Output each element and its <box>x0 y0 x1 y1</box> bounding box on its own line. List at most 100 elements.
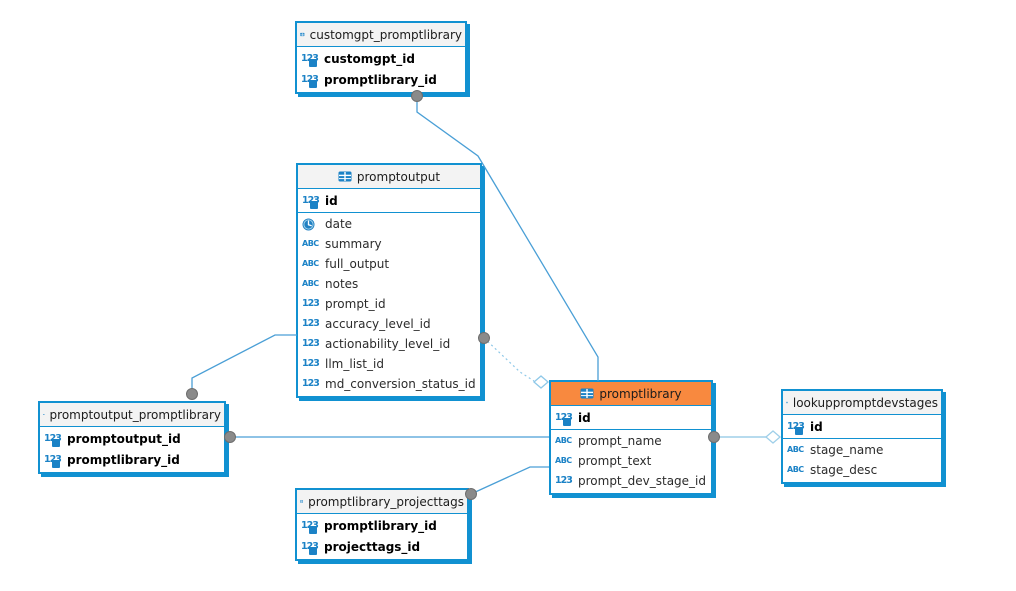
table-header-lookuppromptdevstages[interactable]: lookuppromptdevstages <box>783 391 941 415</box>
column-row-customgpt_id[interactable]: 123 customgpt_id <box>297 48 465 69</box>
table-title: promptoutput <box>356 169 441 184</box>
text-type-icon: ABC <box>787 465 804 474</box>
column-row-date[interactable]: date <box>298 214 480 234</box>
column-name: id <box>578 410 591 425</box>
primary-key-badge-icon <box>52 439 60 448</box>
relation-promptlibrary_projecttags-to-promptlibrary[interactable] <box>465 466 550 500</box>
text-type-icon: ABC <box>555 456 572 465</box>
relation-promptoutput_promptlibrary-to-promptlibrary[interactable] <box>224 431 550 443</box>
column-name: projecttags_id <box>324 539 421 554</box>
integer-type-icon: 123 <box>44 453 62 465</box>
primary-key-badge-icon <box>52 460 60 469</box>
relation-promptoutput_promptlibrary-to-promptoutput[interactable] <box>186 334 298 400</box>
text-type-icon: ABC <box>302 239 319 248</box>
column-name: prompt_name <box>578 434 662 448</box>
integer-type-icon: 123 <box>555 411 573 423</box>
column-name: prompt_dev_stage_id <box>578 474 707 488</box>
column-name: id <box>325 193 338 208</box>
datetime-type-icon <box>302 218 315 230</box>
integer-type-icon: 123 <box>302 338 320 350</box>
table-header-promptoutput_promptlibrary[interactable]: promptoutput_promptlibrary <box>40 403 224 427</box>
primary-key-badge-icon <box>563 418 571 427</box>
column-name: date <box>325 217 353 231</box>
column-row-llm_list_id[interactable]: 123 llm_list_id <box>298 354 480 374</box>
primary-key-badge-icon <box>310 201 318 210</box>
table-title: promptoutput_promptlibrary <box>49 407 221 422</box>
column-row-id[interactable]: 123 id <box>783 416 941 437</box>
column-row-actionability_level_id[interactable]: 123 actionability_level_id <box>298 334 480 354</box>
column-name: promptlibrary_id <box>67 452 180 467</box>
integer-type-icon: 123 <box>302 358 320 370</box>
relation-diamond-icon <box>765 430 781 444</box>
table-icon <box>300 500 304 503</box>
text-type-icon: ABC <box>787 445 804 454</box>
column-name: llm_list_id <box>325 357 384 371</box>
text-type-icon: ABC <box>302 279 319 288</box>
column-row-prompt_name[interactable]: ABC prompt_name <box>551 431 711 451</box>
table-title: promptlibrary <box>599 386 682 401</box>
pk-separator <box>551 429 711 430</box>
column-row-summary[interactable]: ABC summary <box>298 234 480 254</box>
table-icon <box>580 388 594 399</box>
primary-key-badge-icon <box>309 59 317 68</box>
column-name: stage_name <box>810 443 884 457</box>
column-name: summary <box>325 237 382 251</box>
column-row-prompt_text[interactable]: ABC prompt_text <box>551 451 711 471</box>
column-name: md_conversion_status_id <box>325 377 476 391</box>
column-name: promptoutput_id <box>67 431 181 446</box>
column-name: id <box>810 419 823 434</box>
pk-separator <box>783 438 941 439</box>
column-name: promptlibrary_id <box>324 518 437 533</box>
primary-key-badge-icon <box>795 427 803 436</box>
column-name: customgpt_id <box>324 51 415 66</box>
pk-separator <box>298 212 480 213</box>
text-type-icon: ABC <box>555 436 572 445</box>
integer-type-icon: 123 <box>787 420 805 432</box>
table-header-promptoutput[interactable]: promptoutput <box>298 165 480 189</box>
table-header-promptlibrary_projecttags[interactable]: promptlibrary_projecttags <box>297 490 467 514</box>
table-title: customgpt_promptlibrary <box>309 27 462 42</box>
integer-type-icon: 123 <box>302 298 320 310</box>
table-title: lookuppromptdevstages <box>792 395 938 410</box>
column-row-stage_name[interactable]: ABC stage_name <box>783 440 941 460</box>
column-name: full_output <box>325 257 390 271</box>
integer-type-icon: 123 <box>555 475 573 487</box>
table-icon <box>43 413 45 416</box>
integer-type-icon: 123 <box>301 52 319 64</box>
column-row-promptlibrary_id[interactable]: 123 promptlibrary_id <box>40 449 224 470</box>
relation-promptlibrary-to-lookuppromptdevstages[interactable] <box>708 430 781 444</box>
relation-diamond-icon <box>533 375 549 389</box>
relation-promptoutput-to-promptlibrary[interactable] <box>478 332 549 389</box>
column-name: prompt_id <box>325 297 386 311</box>
table-header-promptlibrary[interactable]: promptlibrary <box>551 382 711 406</box>
column-row-prompt_dev_stage_id[interactable]: 123 prompt_dev_stage_id <box>551 471 711 491</box>
column-name: accuracy_level_id <box>325 317 431 331</box>
column-name: prompt_text <box>578 454 652 468</box>
table-header-customgpt_promptlibrary[interactable]: customgpt_promptlibrary <box>297 23 465 47</box>
column-row-id[interactable]: 123 id <box>551 407 711 428</box>
column-row-prompt_id[interactable]: 123 prompt_id <box>298 294 480 314</box>
column-name: actionability_level_id <box>325 337 451 351</box>
